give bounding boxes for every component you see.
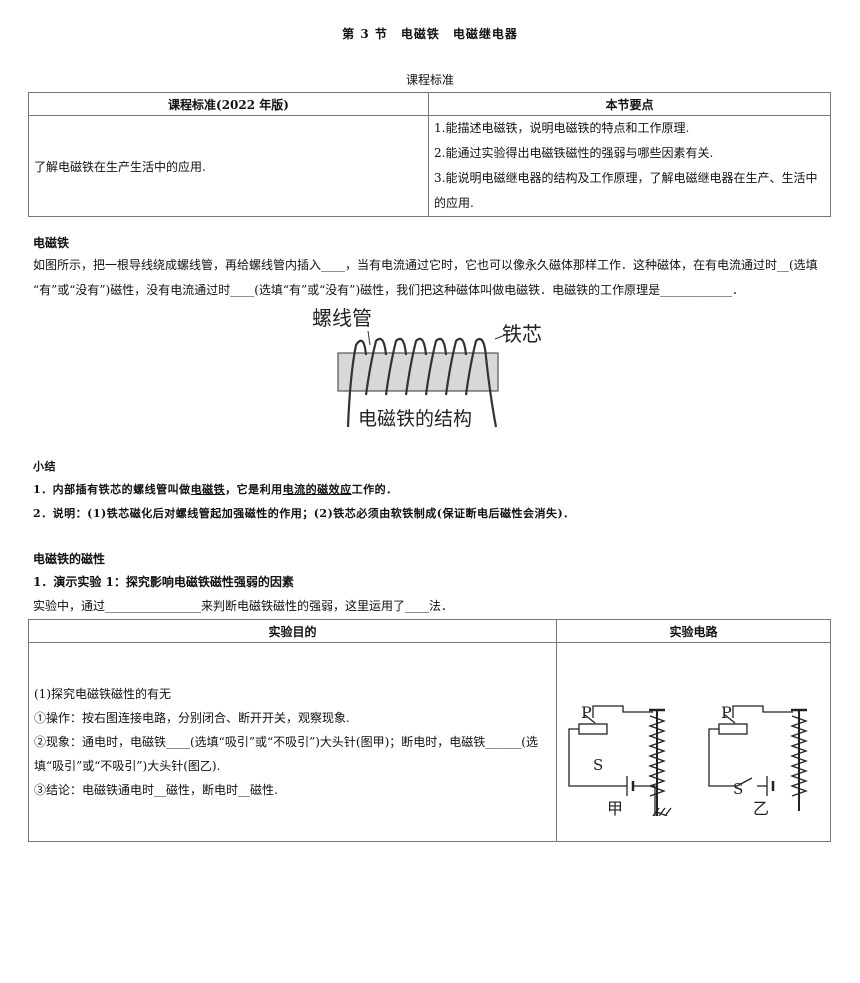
switch-label-a: S: [593, 756, 603, 774]
coil-label: 螺线管: [312, 306, 372, 330]
paragraph-1: 如图所示，把一根导线绕成螺线管，再给螺线管内插入____，当有电流通过它时，它也…: [33, 258, 818, 272]
points-col-header: 本节要点: [428, 92, 831, 116]
figure-a-label: 甲: [607, 799, 623, 816]
purpose-cell: (1)探究电磁铁磁性的有无 ①操作：按右图连接电路，分别闭合、断开开关，观察现象…: [28, 642, 557, 842]
purpose-col-header: 实验目的: [28, 619, 557, 643]
point-item: 的应用.: [434, 196, 474, 210]
page-title: 第 3 节 电磁铁 电磁继电器: [342, 27, 518, 41]
exp-line: ②现象：通电时，电磁铁____(选填“吸引”或“不吸引”)大头针(图甲)；断电时…: [34, 735, 538, 749]
switch-label-b: S: [733, 780, 743, 798]
standards-cell: 了解电磁铁在生产生活中的应用.: [28, 115, 429, 217]
figure-b-label: 乙: [753, 799, 769, 816]
experiment-note: 实验中，通过________________来判断电磁铁磁性的强弱，这里运用了_…: [33, 599, 454, 613]
circuit-diagram: P S P S 甲 乙: [568, 703, 808, 826]
standards-caption: 课程标准: [405, 73, 454, 87]
term-electromagnet: 电磁铁: [190, 483, 226, 496]
point-item: 2.能通过实验得出电磁铁磁性的强弱与哪些因素有关.: [434, 146, 714, 160]
point-item: 3.能说明电磁继电器的结构及工作原理，了解电磁继电器在生产、生活中: [434, 171, 818, 185]
summary-line-2: 2．说明：(1)铁芯磁化后对螺线管起加强磁性的作用；(2)铁芯必须由软铁制成(保…: [33, 507, 575, 520]
exp-line: 填“吸引”或“不吸引”)大头针(图乙).: [34, 759, 221, 773]
rheostat-label-b: P: [721, 703, 732, 722]
exp-line: ③结论：电磁铁通电时__磁性，断电时__磁性.: [34, 783, 278, 797]
exp-line: ①操作：按右图连接电路，分别闭合、断开开关，观察现象.: [34, 711, 350, 725]
standards-table: 课程标准(2022 年版) 本节要点 了解电磁铁在生产生活中的应用. 1.能描述…: [28, 92, 831, 217]
summary-heading: 小结: [33, 460, 56, 473]
term-magnetic-effect: 电流的磁效应: [282, 483, 352, 496]
paragraph-2: “有”或“没有”)磁性，没有电流通过时____(选填“有”或“没有”)磁性，我们…: [33, 283, 745, 297]
points-cell: 1.能描述电磁铁，说明电磁铁的特点和工作原理. 2.能通过实验得出电磁铁磁性的强…: [428, 115, 831, 217]
figure-caption: 电磁铁的结构: [358, 408, 472, 430]
rheostat-label-a: P: [581, 703, 592, 722]
exp-line: (1)探究电磁铁磁性的有无: [34, 687, 171, 701]
standards-col-header: 课程标准(2022 年版): [28, 92, 429, 116]
circuit-col-header: 实验电路: [556, 619, 831, 643]
section-heading-electromagnet: 电磁铁: [33, 236, 70, 250]
point-item: 1.能描述电磁铁，说明电磁铁的特点和工作原理.: [434, 121, 690, 135]
experiment-table: 实验目的 实验电路 (1)探究电磁铁磁性的有无 ①操作：按右图连接电路，分别闭合…: [28, 619, 831, 842]
section-heading-magnetism: 电磁铁的磁性: [33, 552, 106, 566]
core-label: 铁芯: [502, 322, 542, 346]
electromagnet-figure: 螺线管 铁芯 电磁铁的结构: [312, 306, 542, 430]
summary-line-1: 1．内部插有铁芯的螺线管叫做电磁铁，它是利用电流的磁效应工作的．: [33, 483, 398, 496]
experiment-title: 1．演示实验 1：探究影响电磁铁磁性强弱的因素: [33, 575, 294, 589]
circuit-cell: P S P S 甲 乙: [556, 642, 831, 842]
